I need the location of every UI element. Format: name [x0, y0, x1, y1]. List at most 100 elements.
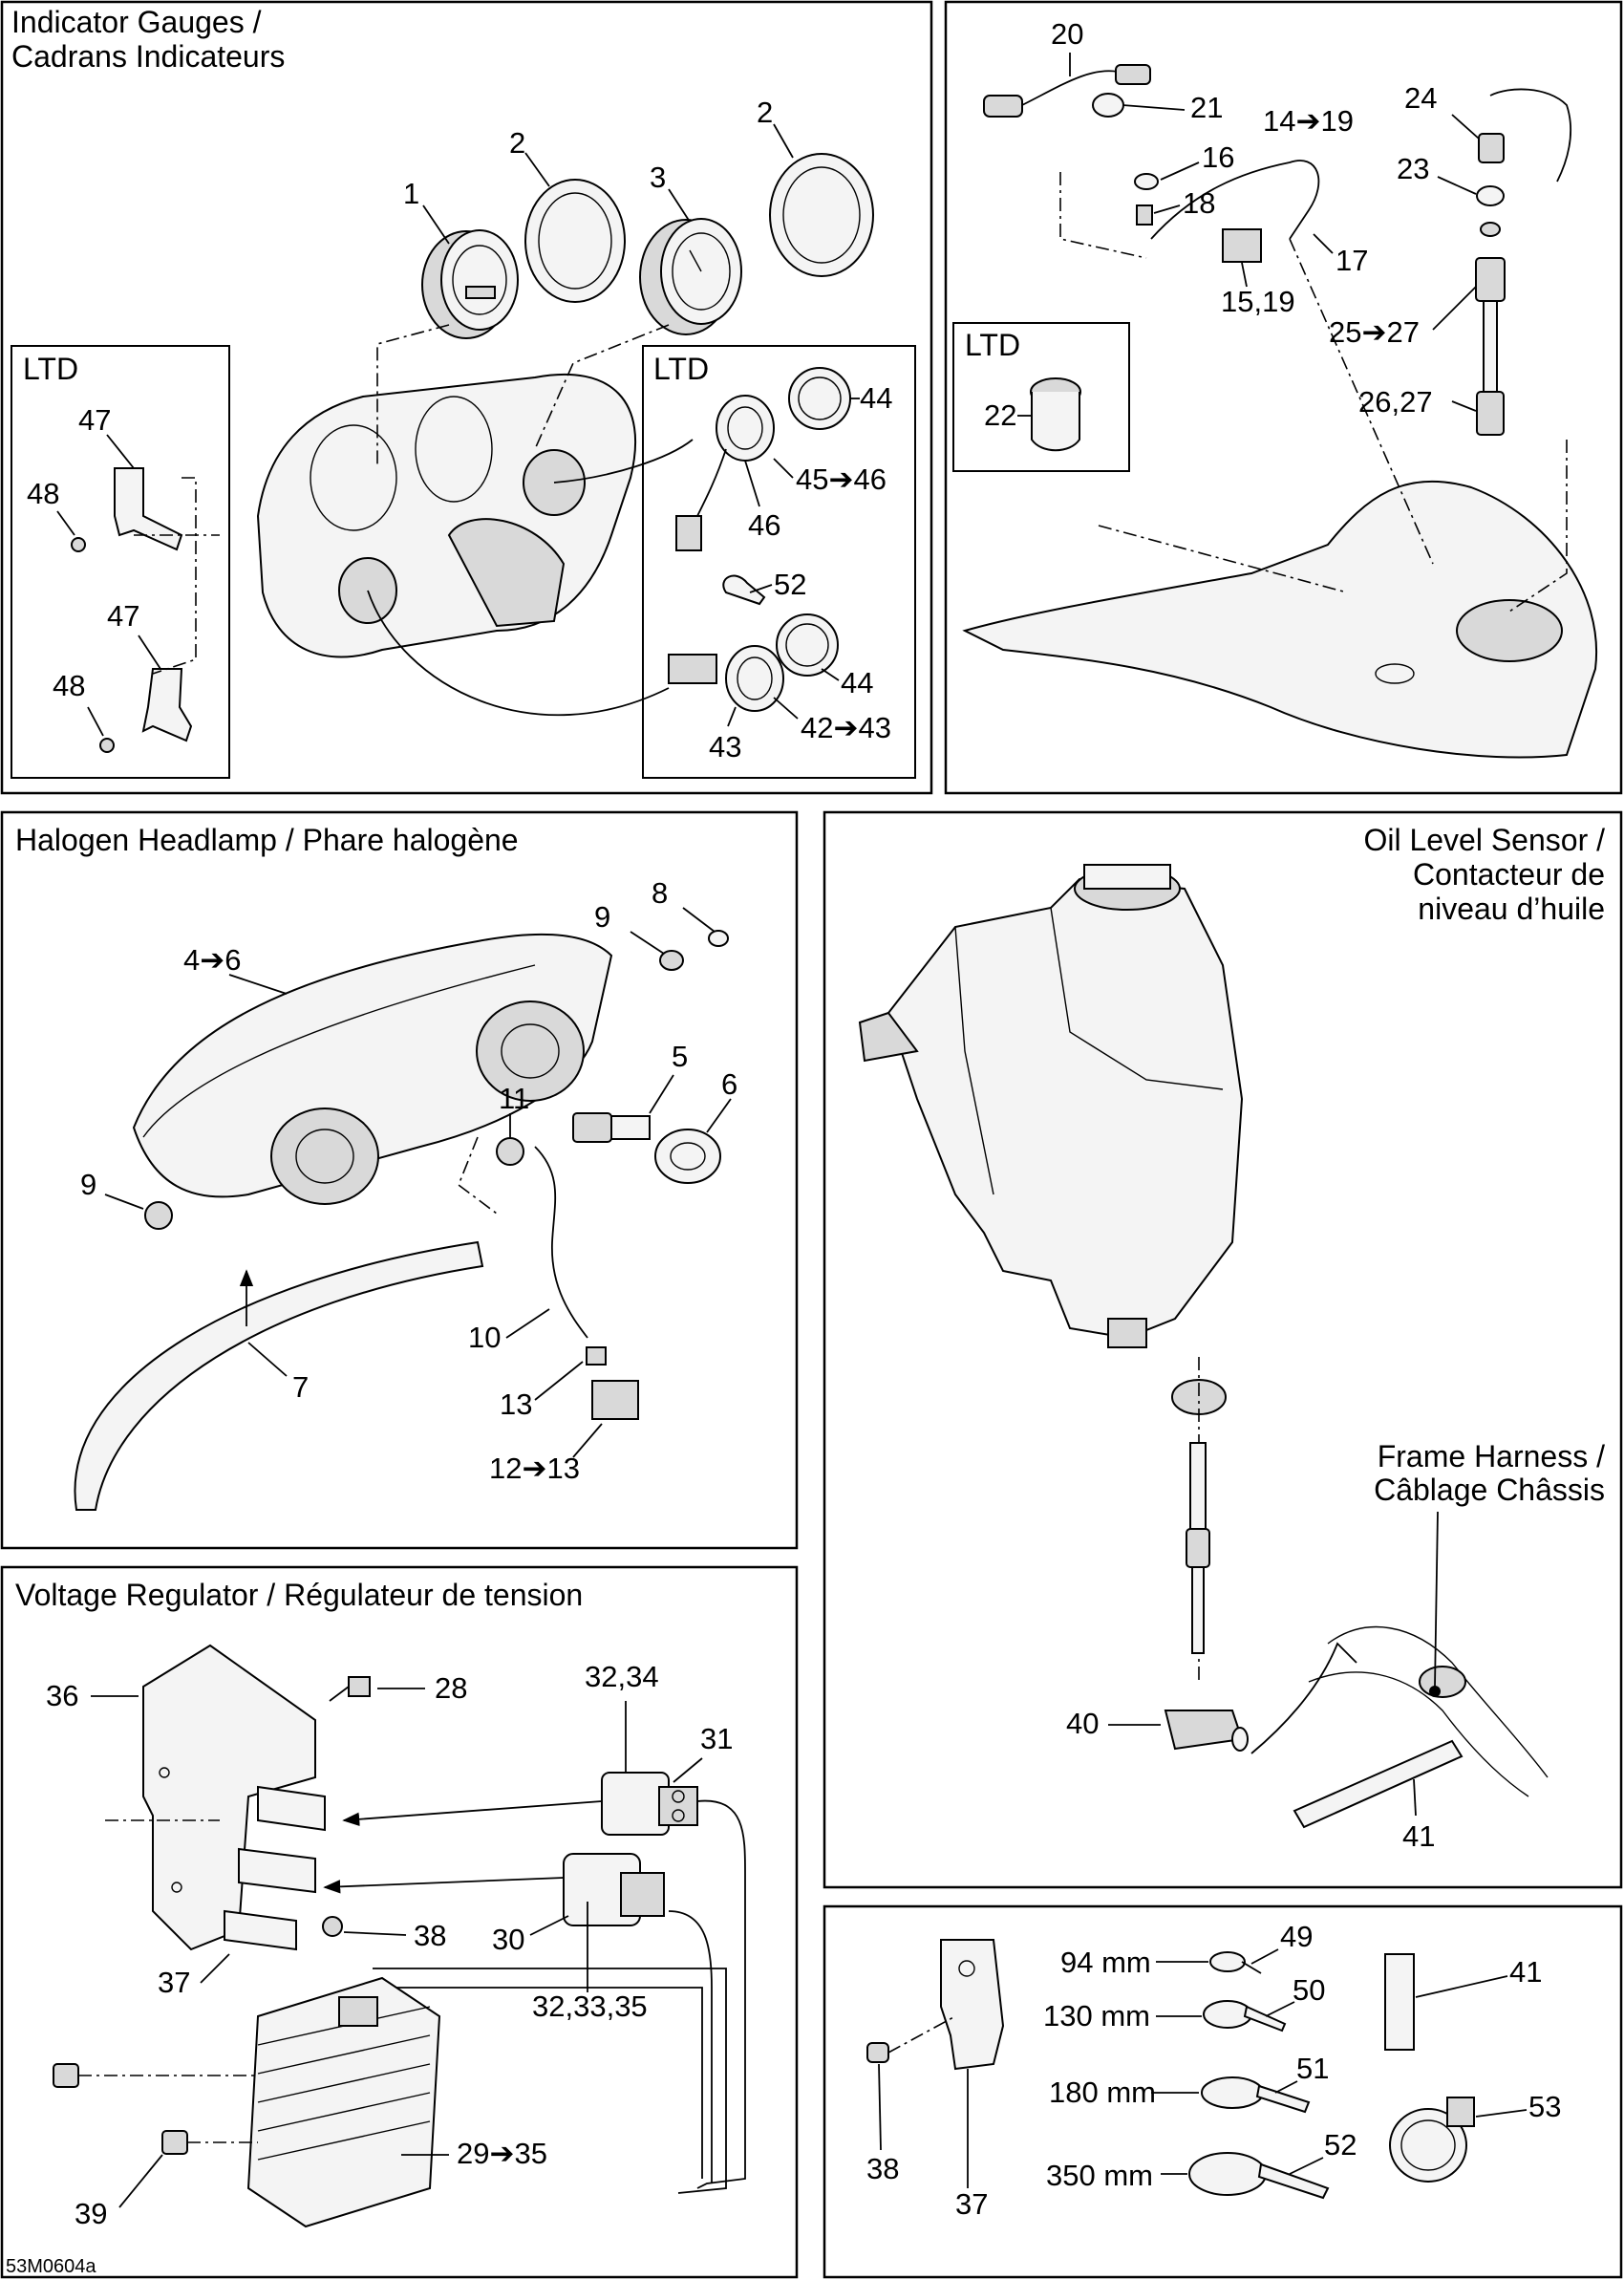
tie-130mm — [1203, 2000, 1287, 2033]
regulator-callouts: 36 28 32,34 31 30 38 32,33,35 37 29➔35 3… — [46, 1660, 733, 2230]
callout-42-43: 42➔43 — [801, 711, 891, 744]
headlamp-callouts: 4➔6 9 8 5 6 11 9 10 7 13 12➔13 — [80, 876, 737, 1485]
callout-52: 52 — [774, 568, 806, 601]
gauges-title-line1: Indicator Gauges / — [11, 5, 262, 39]
tether-cord-24 — [1478, 88, 1572, 183]
callout-14-19: 14➔19 — [1263, 104, 1354, 138]
connector-30 — [563, 1853, 665, 1926]
nut-48-upper — [71, 537, 86, 552]
callout-44-lower: 44 — [841, 666, 873, 699]
size-350: 350 mm — [1046, 2159, 1153, 2192]
callout-46: 46 — [748, 508, 780, 542]
grommet-9-lower — [144, 1201, 173, 1230]
callout-45-46: 45➔46 — [796, 462, 887, 496]
callout-43: 43 — [709, 730, 741, 764]
seal-strip-7 — [74, 1240, 484, 1511]
callout-17: 17 — [1336, 244, 1368, 277]
headlamp-title: Halogen Headlamp / Phare halogène — [15, 823, 519, 857]
callout-31: 31 — [700, 1722, 733, 1755]
clip-37 — [940, 1939, 1005, 2071]
frame-harness — [1308, 1625, 1549, 1797]
handlebar-frame — [962, 480, 1598, 759]
callout-20: 20 — [1051, 17, 1083, 51]
fitting-18 — [1136, 204, 1153, 226]
ring-16 — [1134, 173, 1159, 190]
fuel-cap-opening — [1456, 599, 1563, 662]
bolt-28 — [329, 1676, 371, 1702]
tie-52-small — [722, 574, 766, 606]
ring-44-lower — [776, 613, 839, 677]
cap-21 — [1092, 93, 1124, 118]
callout-9-lower: 9 — [80, 1168, 96, 1201]
cable-20 — [983, 64, 1151, 118]
handlebar-callouts: 20 21 16 18 14➔19 17 15,19 24 23 25➔27 2… — [1051, 17, 1480, 419]
callout-1: 1 — [403, 177, 419, 210]
callout-41-ties: 41 — [1509, 1955, 1542, 1989]
indicator-gauges-panel: Indicator Gauges / Cadrans Indicateurs L… — [0, 0, 933, 795]
callout-15-19: 15,19 — [1221, 285, 1295, 318]
callout-32-34: 32,34 — [585, 1660, 659, 1693]
callout-30: 30 — [492, 1923, 524, 1956]
callout-48-upper: 48 — [27, 477, 59, 510]
regulator-title: Voltage Regulator / Régulateur de tensio… — [15, 1578, 583, 1612]
hose-10 — [534, 1146, 588, 1339]
oil-title-line1: Oil Level Sensor / — [1363, 823, 1605, 857]
tie-94mm — [1209, 1951, 1262, 1974]
tie-180mm — [1201, 2076, 1311, 2114]
callout-51: 51 — [1296, 2052, 1329, 2085]
callout-50: 50 — [1293, 1973, 1325, 2007]
nut-23b — [1480, 222, 1501, 237]
fitting-13 — [586, 1346, 607, 1366]
headlamp-panel: Halogen Headlamp / Phare halogène 4➔6 — [0, 810, 799, 1550]
gauges-callouts: 1 2 3 2 47 48 47 48 44 45➔46 46 52 44 — [27, 96, 892, 764]
connector-31 — [601, 1772, 698, 1836]
bulb-5 — [572, 1112, 651, 1143]
ltd-right-label: LTD — [653, 352, 709, 386]
callout-47-lower: 47 — [107, 599, 139, 633]
washer-23 — [1476, 185, 1505, 206]
regulator-heatsink — [246, 1976, 441, 2228]
bolt-39 — [161, 2130, 188, 2155]
sleeve-41-ties — [1384, 1953, 1415, 2051]
ties-callouts: 49 50 51 52 41 53 38 37 — [866, 1920, 1561, 2221]
callout-40: 40 — [1066, 1707, 1099, 1740]
callout-5: 5 — [672, 1040, 688, 1073]
headlamp-housing — [132, 933, 613, 1205]
callout-39: 39 — [75, 2197, 107, 2230]
size-130: 130 mm — [1043, 1999, 1150, 2033]
connector-15 — [1222, 228, 1262, 263]
oil-reservoir — [858, 864, 1244, 1348]
ltd-right-box — [642, 345, 916, 779]
tie-350mm — [1188, 2152, 1330, 2200]
callout-3: 3 — [650, 161, 666, 194]
nut-48-lower — [99, 738, 115, 753]
callout-29-35: 29➔35 — [457, 2137, 547, 2170]
bezel-ring-2-right — [769, 153, 874, 277]
callout-32-33-35: 32,33,35 — [532, 1990, 648, 2023]
callout-52-ties: 52 — [1324, 2128, 1357, 2162]
nut-8 — [708, 930, 729, 947]
callout-48-lower: 48 — [53, 669, 85, 702]
small-gauge-45 — [675, 395, 775, 551]
clamp-53 — [1389, 2097, 1475, 2183]
voltage-regulator-panel: Voltage Regulator / Régulateur de tensio… — [0, 1565, 799, 2279]
bracket-47-upper — [114, 467, 183, 551]
harness-label-line2: Câblage Châssis — [1374, 1473, 1605, 1507]
callout-11: 11 — [499, 1082, 529, 1115]
harness-label-line1: Frame Harness / — [1378, 1439, 1605, 1473]
bracket-47-lower — [141, 668, 193, 742]
callout-10: 10 — [468, 1321, 501, 1354]
callout-49: 49 — [1280, 1920, 1313, 1953]
clips-37 — [224, 1785, 326, 1951]
callout-26-27: 26,27 — [1358, 385, 1433, 419]
size-180: 180 mm — [1049, 2076, 1156, 2109]
callout-8: 8 — [652, 876, 668, 910]
post-25 — [1475, 257, 1506, 436]
callout-24: 24 — [1404, 81, 1437, 115]
callout-23: 23 — [1397, 152, 1429, 185]
hose-17 — [1150, 160, 1320, 240]
callout-37-reg: 37 — [158, 1966, 190, 1999]
ties-panel: 94 mm 130 mm 180 mm 350 mm 49 50 51 52 4… — [823, 1904, 1623, 2279]
gauge-1 — [421, 229, 519, 339]
